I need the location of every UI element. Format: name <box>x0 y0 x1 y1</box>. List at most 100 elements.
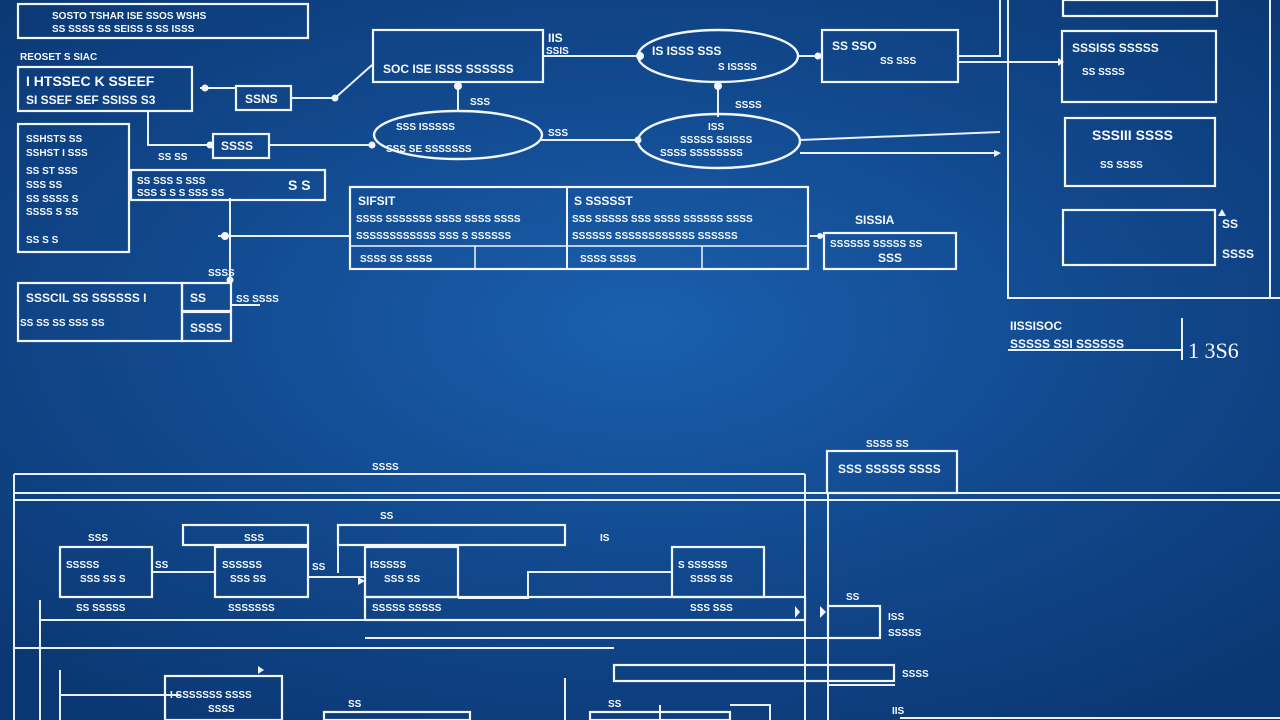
box <box>822 231 958 271</box>
box-mark: IIS <box>548 31 563 45</box>
box <box>129 168 327 202</box>
box-label: SOC ISE ISSS SSSSSS <box>383 62 514 76</box>
bus-line <box>458 571 672 599</box>
box <box>363 545 460 599</box>
small-box-label: SSNS <box>245 92 278 106</box>
mid-label: SSS S S S SSS SS <box>137 188 225 199</box>
right-label: SSSS <box>902 669 929 680</box>
block-label: I SSSSSSS SSSS <box>170 690 252 701</box>
connector <box>799 131 1001 141</box>
block-label: IS <box>600 533 610 544</box>
header-tag: SSSS SS <box>866 439 909 450</box>
list-item: SSS SS <box>26 180 62 191</box>
table-cell: SSSSSSSSSSSS SSS S SSSSSS <box>356 231 511 242</box>
block-label: SSS SS <box>230 574 266 585</box>
connector-lines <box>13 0 1280 720</box>
row-label: SS SSSSS <box>76 603 126 614</box>
box <box>181 523 310 547</box>
header-label: SOSTO TSHAR ISE SSOS WSHS <box>52 11 207 22</box>
table-header: S SSSSST <box>574 194 633 208</box>
arrow-head <box>820 606 826 618</box>
arrow-head <box>994 150 1001 157</box>
table-aside-cell: SSSSSS SSSSS SS <box>830 239 923 250</box>
junction-node <box>368 141 376 149</box>
block-label: SS <box>846 592 860 603</box>
row-label: SSS SSS <box>690 603 733 614</box>
mid-label: SSSS <box>208 268 235 279</box>
box <box>670 545 766 599</box>
junction-node <box>221 232 229 240</box>
small-label: SS <box>312 562 326 573</box>
block-label: SSS <box>244 533 264 544</box>
list-item: SS SSSS S <box>26 194 79 205</box>
junction-node <box>636 52 644 60</box>
box-label: SS SSO <box>832 39 877 53</box>
list-item: SS S S <box>26 235 59 246</box>
box <box>825 449 959 495</box>
bar-label: SS SS SS SSS SS <box>20 318 105 329</box>
block-label: SSSS SS <box>690 574 733 585</box>
mid-label: SSS <box>470 97 490 108</box>
box <box>16 2 310 40</box>
box <box>322 710 472 720</box>
block-label: SSS SS <box>384 574 420 585</box>
connector <box>958 0 1001 57</box>
small-label: SS <box>155 560 169 571</box>
right-label: SSSSS <box>888 628 922 639</box>
arrow-head <box>258 666 264 674</box>
header-tag: SSS SSSSS SSSS <box>838 462 941 476</box>
bar-label: SS <box>190 291 206 305</box>
box <box>16 65 194 113</box>
box <box>1063 116 1217 188</box>
ellipse-label: SSSS SSSSSSSS <box>660 148 743 159</box>
row-label: SSSSS SSSSS <box>372 603 442 614</box>
mid-label: S S <box>288 177 311 193</box>
ellipse-label: IS ISSS SSS <box>652 44 721 58</box>
table-frame <box>348 185 810 271</box>
arrow-head <box>358 577 365 585</box>
ellipse-label: ISS <box>708 122 724 133</box>
ellipse-label: S ISSSS <box>718 62 757 73</box>
block-label: SS <box>380 511 394 522</box>
arrow-head <box>1058 58 1064 66</box>
node-ellipse <box>372 109 544 161</box>
box <box>820 28 960 84</box>
junction-node <box>714 82 722 90</box>
ellipse-label: SSS ISSSSS <box>396 122 455 133</box>
junction-node <box>634 136 642 144</box>
block-label: SSSSS <box>66 560 100 571</box>
table-cell: SSS SSSSS SSS SSSS SSSSSS SSSS <box>572 214 753 225</box>
title-block-line: IISSISOC <box>1010 319 1062 333</box>
box <box>588 710 732 720</box>
header-label: SS SSSS SS SEISS S SS ISSS <box>52 24 195 35</box>
list-item: SSSS S SS <box>26 207 79 218</box>
bus-label: SSSS <box>372 462 399 473</box>
junction-node <box>206 141 214 149</box>
bus-line <box>730 704 771 720</box>
connector <box>147 112 213 146</box>
box <box>180 310 233 343</box>
box <box>826 604 882 640</box>
small-label: SS <box>608 699 622 710</box>
list-item: SS ST SSS <box>26 166 78 177</box>
title-block-line: SSSSS SSI SSSSSS <box>1010 337 1124 351</box>
right-label: IIS <box>892 706 905 717</box>
box <box>612 663 896 683</box>
mid-label: SSSS <box>735 100 762 111</box>
box <box>363 595 807 622</box>
panel-label: SSSS <box>1222 247 1254 261</box>
table-header: SIFSIT <box>358 194 396 208</box>
table-cell: SSSS SSSS <box>580 254 636 265</box>
junction-node <box>226 276 234 284</box>
row-label: SSSSSSS <box>228 603 275 614</box>
block-title: I HTSSEC K SSEEF <box>26 73 155 89</box>
mid-label: SSS <box>548 128 568 139</box>
block-label: ISSSSS <box>370 560 406 571</box>
arrow-head <box>1218 209 1226 216</box>
panel-label: SSSIII SSSS <box>1092 127 1173 143</box>
panel-label: SS <box>1222 217 1238 231</box>
box-mark: SSIS <box>546 46 569 57</box>
bar-label: SSSCIL SS SSSSSS I <box>26 291 147 305</box>
block-label: S SSSSSS <box>678 560 728 571</box>
bar-label: SSSS <box>190 321 222 335</box>
